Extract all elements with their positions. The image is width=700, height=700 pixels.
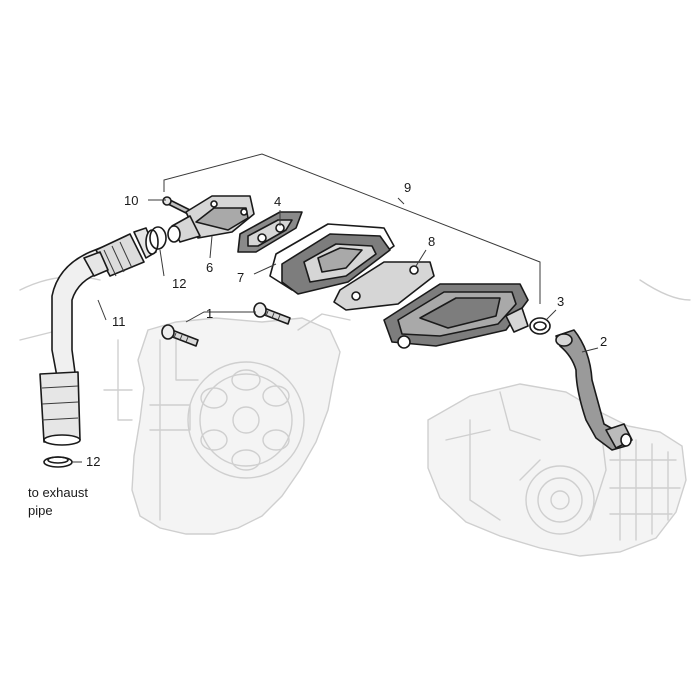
note-line-1: to exhaust — [28, 485, 88, 500]
assembly-bracket-9 — [163, 153, 541, 304]
callout-11: 11 — [112, 314, 126, 329]
callout-7: 7 — [237, 270, 244, 285]
callout-3: 3 — [557, 294, 564, 309]
callout-12-upper: 12 — [172, 276, 186, 291]
reed-housing-part-9 — [281, 233, 391, 295]
bolts-part-1 — [161, 302, 291, 347]
fan-cover — [187, 361, 305, 479]
crankcase-cover-outline — [131, 317, 341, 535]
air-box-housing — [383, 283, 529, 349]
engine-fins — [445, 391, 681, 541]
gasket-part-4 — [237, 211, 303, 253]
bolt-left — [161, 324, 199, 347]
callout-8: 8 — [428, 234, 435, 249]
clamp-part-3 — [529, 317, 551, 335]
callout-labels: 1 2 3 4 6 7 8 9 10 11 12 12 — [86, 180, 607, 469]
callout-9: 9 — [404, 180, 411, 195]
hose-part-2 — [555, 329, 633, 451]
callout-2: 2 — [600, 334, 607, 349]
callout-6: 6 — [206, 260, 213, 275]
clamp-part-12-lower — [43, 456, 73, 468]
callout-12-lower: 12 — [86, 454, 100, 469]
plate-part-8 — [333, 261, 435, 311]
bolt-right — [253, 302, 291, 325]
callout-4: 4 — [274, 194, 281, 209]
pipe-part-11 — [39, 227, 159, 446]
exhaust-note: to exhaust pipe — [28, 485, 88, 518]
leader-lines — [72, 199, 599, 463]
note-line-2: pipe — [28, 503, 53, 518]
engine-block-outline — [427, 383, 687, 557]
callout-1: 1 — [206, 306, 213, 321]
clamp-part-12-upper — [149, 226, 167, 250]
valve-housing-part-6 — [167, 195, 255, 243]
callout-10: 10 — [124, 193, 138, 208]
